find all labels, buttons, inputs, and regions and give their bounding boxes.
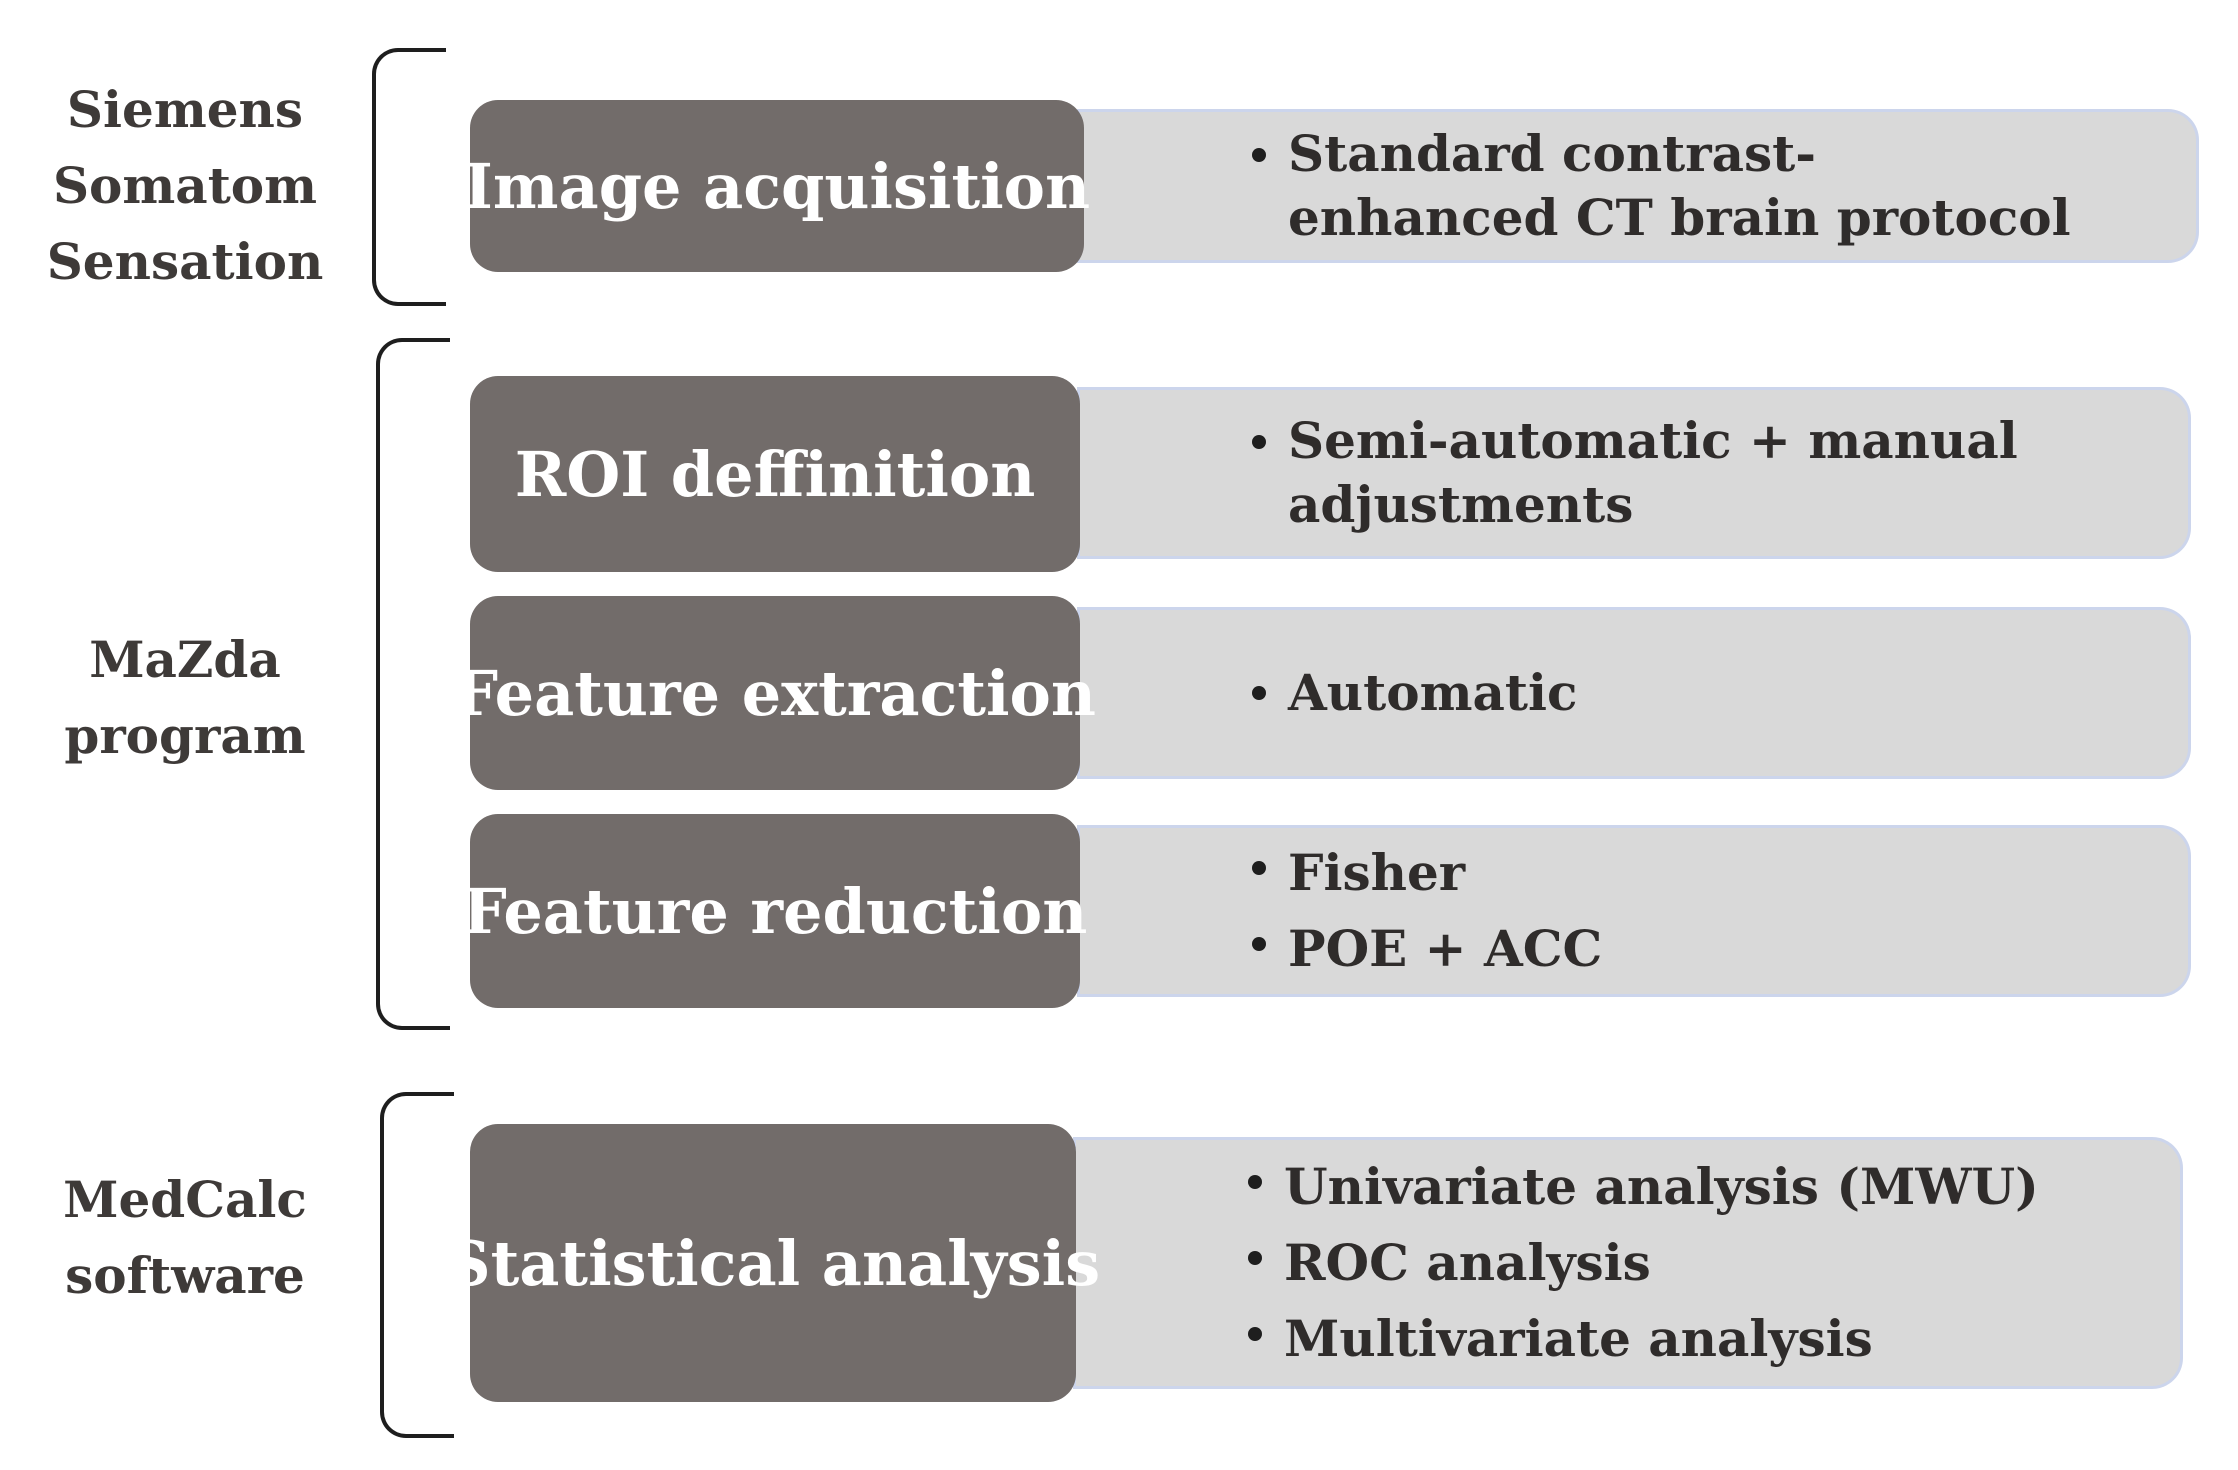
- detail-item: Standard contrast-enhanced CT brain prot…: [1250, 122, 2196, 250]
- group-label-medcalc: MedCalc software: [15, 1162, 355, 1314]
- group-label-mazda: MaZda program: [15, 622, 355, 774]
- detail-item: Automatic: [1250, 660, 2188, 726]
- step-box-image-acquisition: Image acquisition: [464, 100, 1090, 272]
- step-box-roi-definition: ROI deffinition: [470, 376, 1080, 572]
- group-label-line: MedCalc: [63, 1170, 307, 1229]
- step-details-feature-extraction: Automatic: [1080, 610, 2188, 776]
- group-label-line: program: [64, 706, 306, 765]
- detail-item: ROC analysis: [1246, 1225, 2180, 1301]
- group-label-line: software: [65, 1246, 305, 1305]
- step-details-image-acquisition: Standard contrast-enhanced CT brain prot…: [1080, 112, 2196, 260]
- group-bracket-mazda: [376, 338, 450, 1030]
- group-label-line: Siemens: [66, 80, 304, 139]
- group-label-line: Sensation: [46, 232, 324, 291]
- step-box-statistical-analysis: Statistical analysis: [446, 1124, 1100, 1402]
- step-box-feature-reduction: Feature reduction: [463, 814, 1087, 1008]
- group-bracket-siemens: [372, 48, 446, 306]
- detail-item: Fisher: [1250, 835, 2188, 911]
- group-label-line: MaZda: [89, 630, 281, 689]
- step-details-statistical-analysis: Univariate analysis (MWU) ROC analysis M…: [1076, 1140, 2180, 1386]
- group-label-line: Somatom: [52, 156, 318, 215]
- group-bracket-medcalc: [380, 1092, 454, 1438]
- group-label-siemens: Siemens Somatom Sensation: [15, 72, 355, 300]
- detail-item: Univariate analysis (MWU): [1246, 1149, 2180, 1225]
- detail-item: Multivariate analysis: [1246, 1301, 2180, 1377]
- step-details-feature-reduction: Fisher POE + ACC: [1080, 828, 2188, 994]
- detail-item: POE + ACC: [1250, 911, 2188, 987]
- step-box-feature-extraction: Feature extraction: [454, 596, 1096, 790]
